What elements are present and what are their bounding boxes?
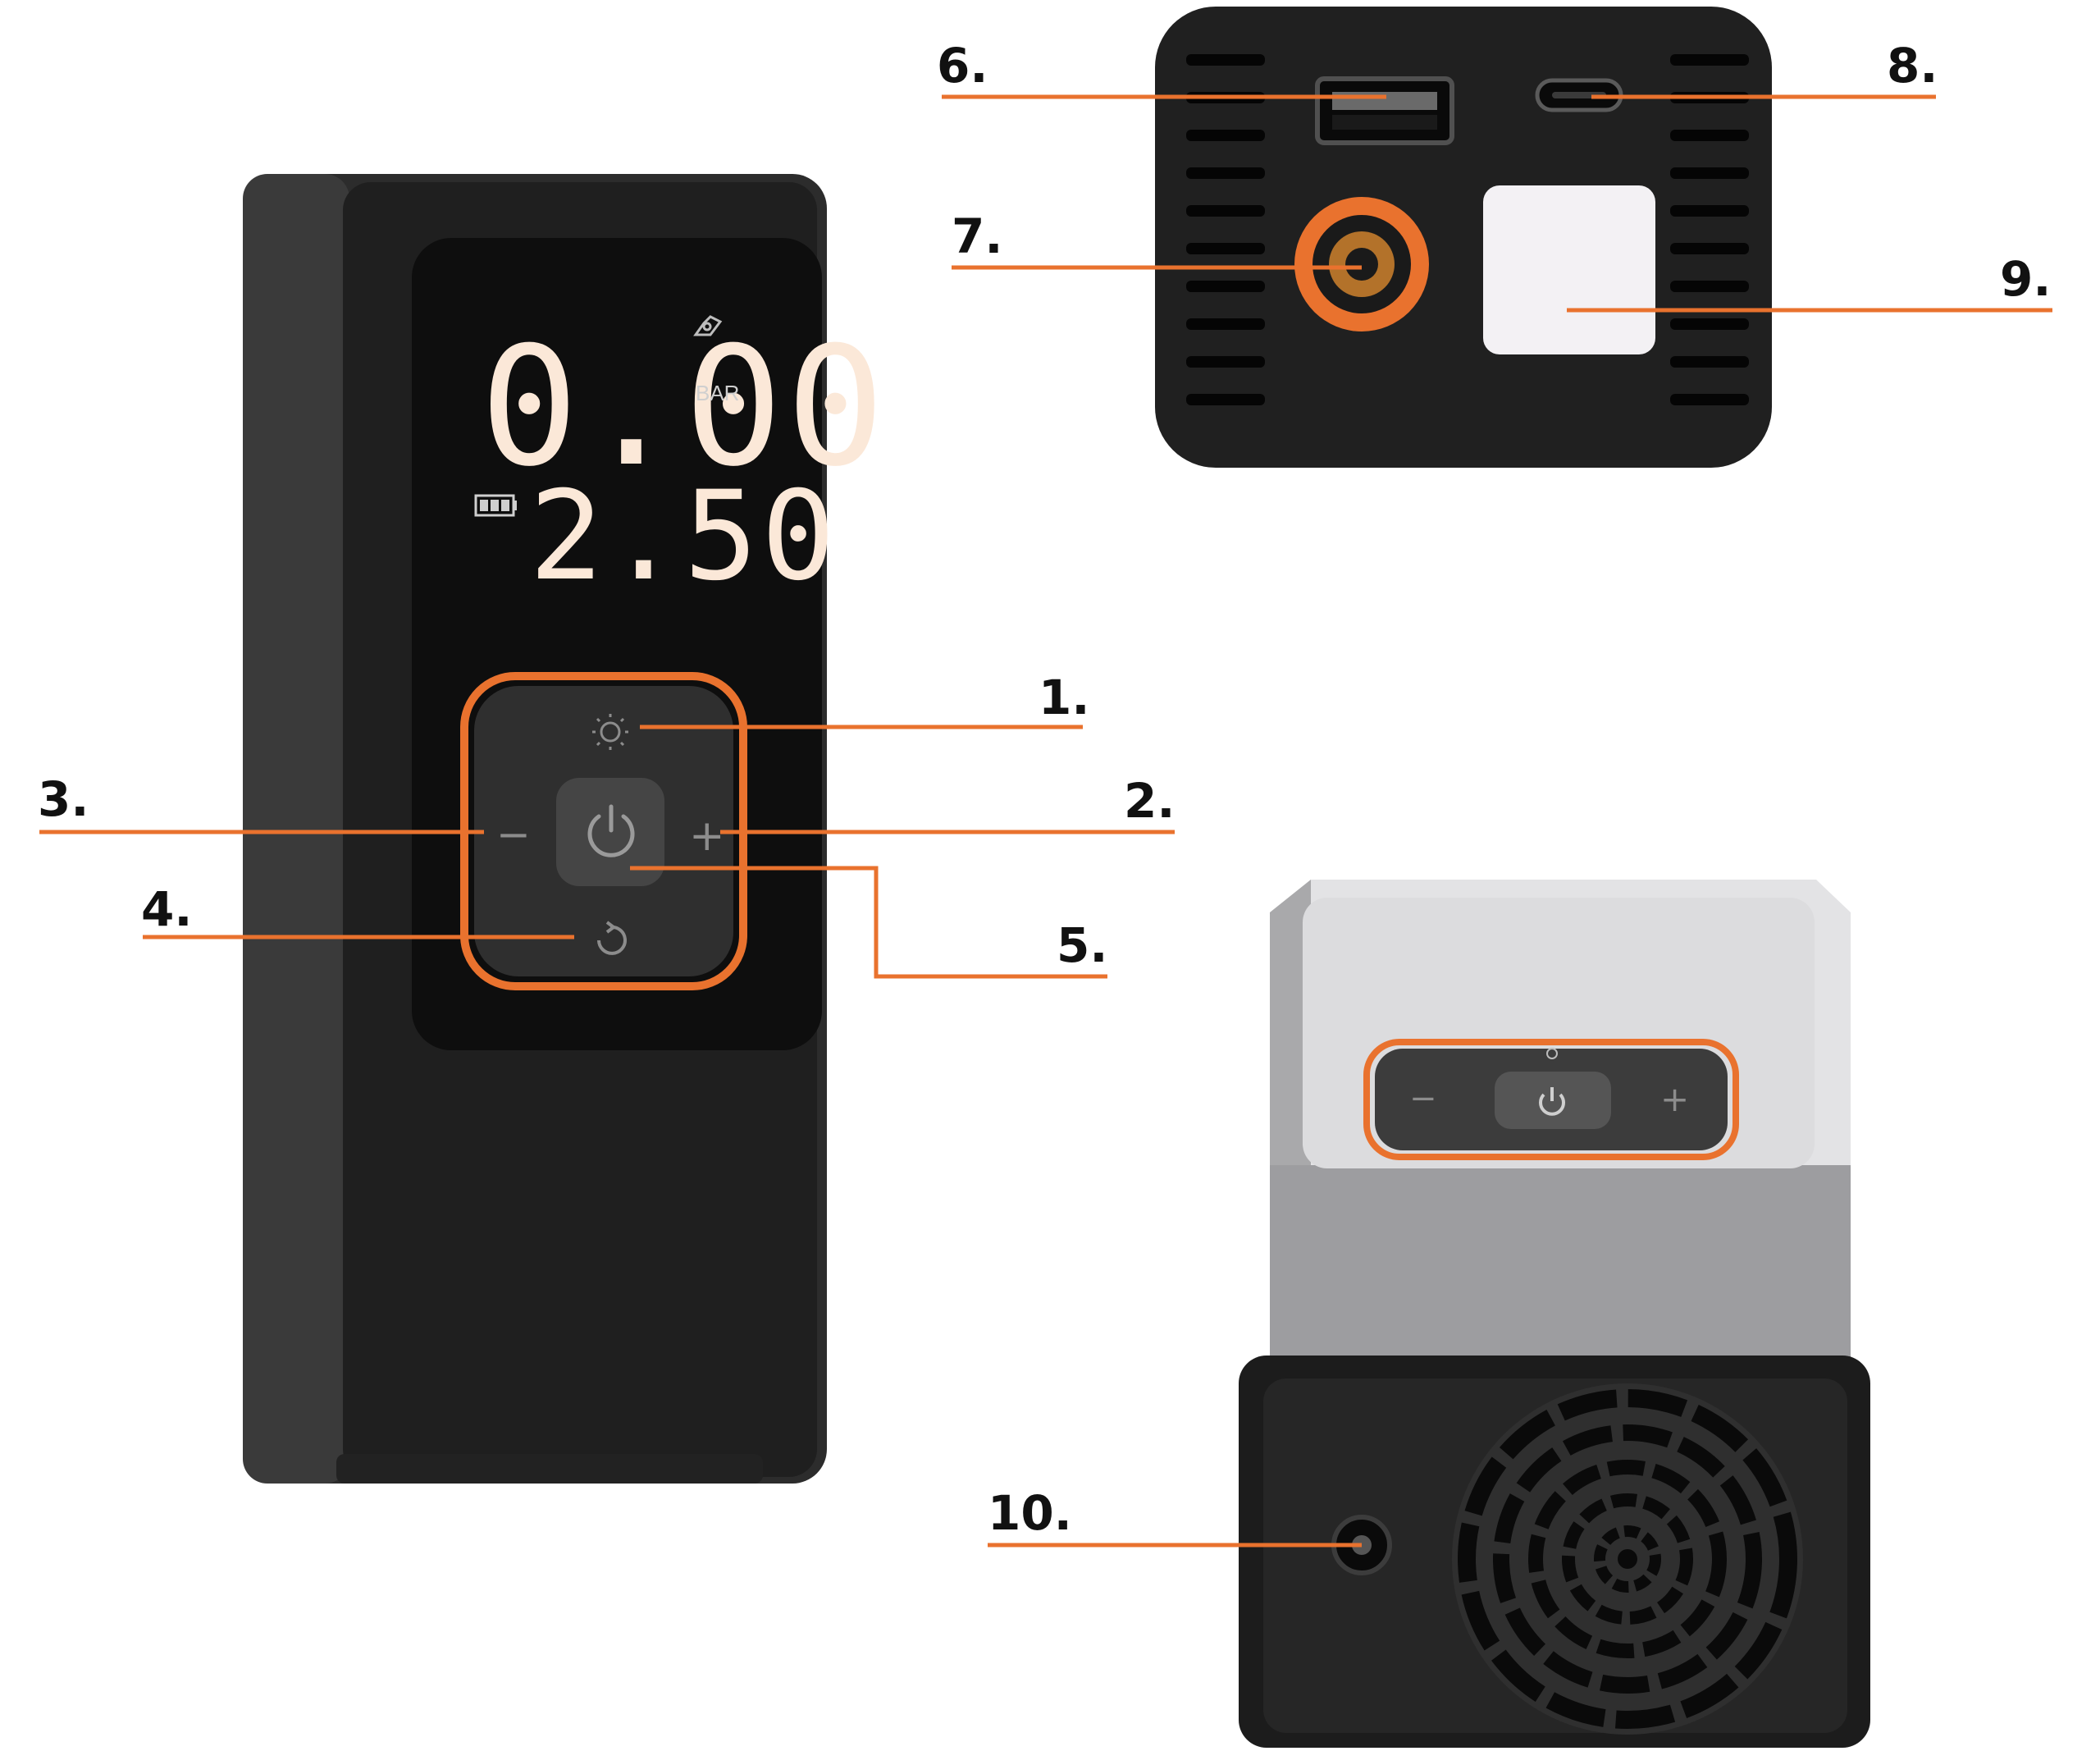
top-view <box>1155 7 1772 468</box>
power-button[interactable] <box>556 778 664 886</box>
minus-button[interactable]: − <box>496 811 531 858</box>
front-view: 0.00 BAR 2.50 <box>243 174 888 1484</box>
callout-label-9: 9. <box>2000 251 2051 307</box>
iso-body-aluminium <box>1270 1165 1851 1370</box>
cycle-mode-icon <box>597 921 627 955</box>
usb-c-port <box>1535 78 1623 112</box>
callout-label-8: 8. <box>1887 38 1938 94</box>
current-pressure-readout: 0.00 <box>480 312 888 503</box>
device-side-edge <box>243 174 349 1484</box>
callout-label-4: 4. <box>141 881 192 937</box>
callout-label-3: 3. <box>38 771 89 827</box>
iso-power-icon <box>1539 1087 1565 1116</box>
iso-sun-icon <box>1546 1048 1558 1059</box>
callout-label-1: 1. <box>1039 670 1089 725</box>
air-outlet-valve <box>1294 197 1429 331</box>
mode-button[interactable] <box>597 921 627 955</box>
isometric-view: − + <box>1239 880 1870 1748</box>
minus-glyph: − <box>496 811 531 858</box>
lcd-display: 0.00 BAR 2.50 <box>474 312 888 608</box>
usb-a-port <box>1315 76 1454 145</box>
callout-label-5: 5. <box>1057 917 1107 973</box>
target-pressure-readout: 2.50 <box>529 465 838 608</box>
callouts <box>39 94 2052 1548</box>
sun-icon <box>600 721 621 743</box>
light-button[interactable] <box>592 714 628 750</box>
callout-label-2: 2. <box>1124 773 1175 829</box>
callout-label-10: 10. <box>988 1485 1072 1541</box>
led-light-window <box>1483 185 1655 354</box>
callout-label-6: 6. <box>937 38 988 94</box>
pressure-unit: BAR <box>696 381 739 405</box>
plus-button[interactable]: + <box>689 811 725 861</box>
fan-grille <box>1452 1383 1803 1735</box>
callout-labels: 1. 2. 3. 4. 5. 6. 7. 8. 9. 10. <box>38 38 2051 1541</box>
plus-glyph: + <box>689 811 725 861</box>
power-icon <box>587 804 635 857</box>
iso-minus-glyph: − <box>1409 1080 1437 1118</box>
control-pad: − + <box>460 672 747 990</box>
battery-icon <box>474 494 517 517</box>
bicycle-mode-icon <box>693 315 723 336</box>
device-bottom-foot <box>336 1454 763 1484</box>
iso-plus-glyph: + <box>1660 1079 1689 1119</box>
callout-line-5 <box>630 866 1107 979</box>
iso-control-pad: − + <box>1363 1039 1739 1160</box>
callout-label-7: 7. <box>952 208 1002 264</box>
